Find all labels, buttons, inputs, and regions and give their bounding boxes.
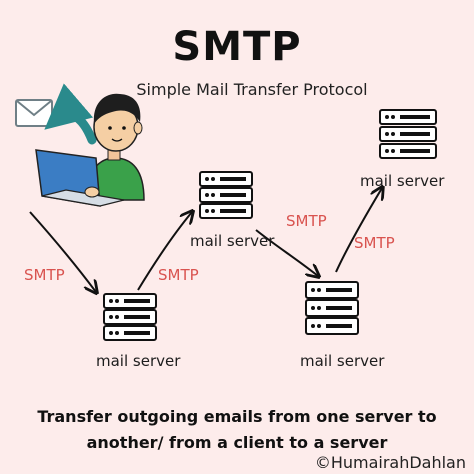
arrow-server-1-to-server-2 — [137, 212, 192, 291]
arrow-server-2-to-server-3 — [255, 229, 318, 276]
server-label-bottom-left: mail server — [96, 352, 181, 370]
page-title: SMTP — [172, 24, 302, 70]
server-label-bottom-right: mail server — [300, 352, 385, 370]
credit-text: ©HumairahDahlan — [314, 453, 466, 472]
smtp-label-server-1: SMTP — [158, 266, 199, 284]
server-label-middle: mail server — [190, 232, 275, 250]
footer-line-1: Transfer outgoing emails from one server… — [37, 407, 437, 426]
server-icon-bottom-left — [103, 293, 157, 341]
server-icon-bottom-right — [305, 281, 359, 335]
page-subtitle: Simple Mail Transfer Protocol — [136, 80, 368, 99]
arrow-server-3-to-server-4 — [335, 188, 382, 273]
footer-description: Transfer outgoing emails from one server… — [0, 404, 474, 456]
envelope-icon — [15, 99, 53, 127]
server-label-top-right: mail server — [360, 172, 445, 190]
footer-line-2: another/ from a client to a server — [86, 433, 388, 452]
send-arrow-icon — [44, 83, 97, 145]
smtp-label-server-3: SMTP — [354, 234, 395, 252]
smtp-label-client: SMTP — [24, 266, 65, 284]
server-icon-middle — [199, 171, 253, 219]
smtp-label-server-2: SMTP — [286, 212, 327, 230]
user-with-laptop-icon — [35, 93, 145, 207]
arrow-client-to-server-1 — [29, 211, 96, 292]
server-icon-top-right — [379, 109, 437, 159]
